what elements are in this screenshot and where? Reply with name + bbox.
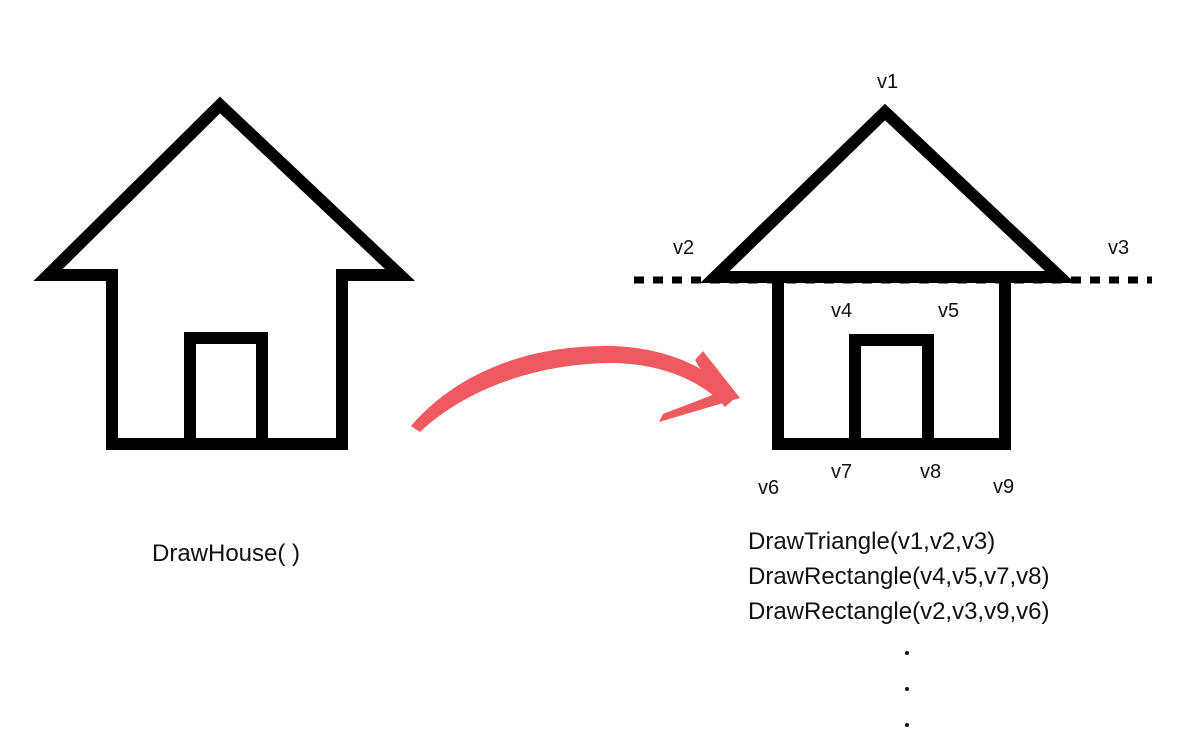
left-house-icon bbox=[33, 96, 416, 450]
draw-house-label: DrawHouse( ) bbox=[152, 540, 301, 567]
vertex-label-v9: v9 bbox=[993, 476, 1015, 498]
continuation-dot bbox=[905, 651, 909, 655]
vertex-label-v3: v3 bbox=[1108, 237, 1130, 259]
right-house-walls bbox=[772, 277, 1011, 450]
vertex-label-v7: v7 bbox=[831, 461, 853, 483]
arrow-head bbox=[659, 351, 740, 422]
vertex-label-v5: v5 bbox=[938, 300, 960, 322]
transform-arrow-icon bbox=[411, 345, 740, 432]
vertex-label-v2: v2 bbox=[673, 237, 695, 259]
left-house-outline bbox=[33, 96, 416, 450]
right-house-roof-triangle bbox=[700, 103, 1076, 283]
right-house-door bbox=[849, 334, 934, 450]
continuation-dot bbox=[905, 687, 909, 691]
draw-call-door-rectangle: DrawRectangle(v4,v5,v7,v8) bbox=[748, 563, 1050, 590]
draw-call-wall-rectangle: DrawRectangle(v2,v3,v9,v6) bbox=[748, 598, 1050, 625]
vertex-label-v4: v4 bbox=[831, 300, 853, 322]
draw-call-list: DrawTriangle(v1,v2,v3) DrawRectangle(v4,… bbox=[748, 524, 1049, 629]
arrow-shaft bbox=[411, 345, 735, 432]
vertex-label-v1: v1 bbox=[877, 71, 899, 93]
continuation-dot bbox=[905, 723, 909, 727]
vertex-label-v6: v6 bbox=[758, 477, 780, 499]
right-house-icon bbox=[700, 103, 1076, 450]
draw-call-triangle: DrawTriangle(v1,v2,v3) bbox=[748, 528, 996, 555]
left-house-door bbox=[184, 332, 268, 450]
vertex-label-v8: v8 bbox=[920, 461, 942, 483]
